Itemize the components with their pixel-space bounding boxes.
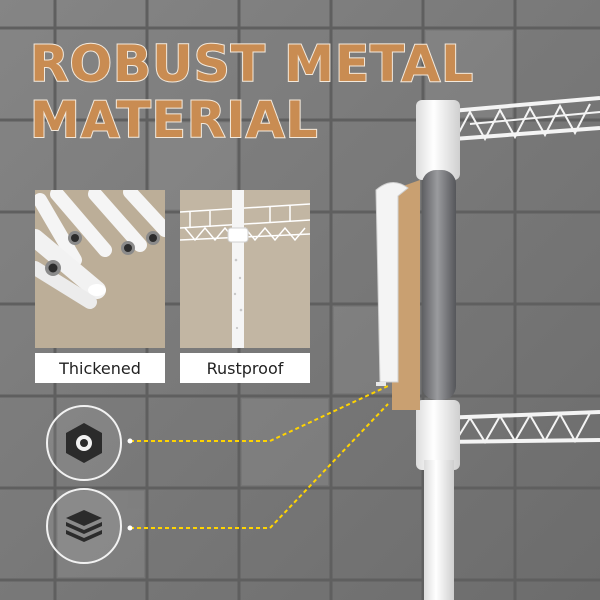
rustproof-shelf-photo: [180, 190, 310, 348]
feature-card-thickened: Thickened: [35, 190, 165, 383]
headline-line-2: MATERIAL: [29, 91, 319, 149]
headline: ROBUST METAL MATERIAL: [29, 35, 474, 149]
feature-card-rustproof: Rustproof: [180, 190, 310, 383]
hex-nut-badge: [46, 405, 122, 481]
layered-plates-icon: [66, 510, 102, 542]
layered-plates-badge: [46, 488, 122, 564]
hex-nut-icon: [66, 423, 102, 463]
headline-line-1: ROBUST METAL: [29, 35, 474, 93]
thickened-tubes-photo: [35, 190, 165, 348]
feature-label-thickened: Thickened: [35, 353, 165, 383]
feature-label-rustproof: Rustproof: [180, 353, 310, 383]
